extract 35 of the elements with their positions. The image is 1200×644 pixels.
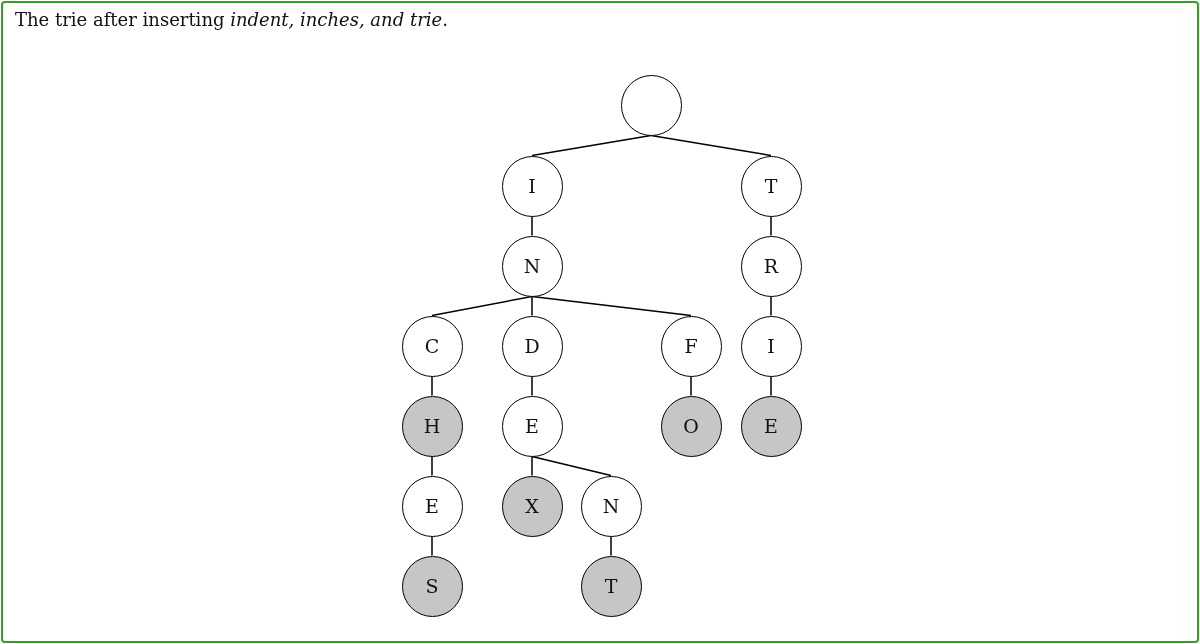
tree-edge — [770, 295, 772, 317]
node-letter: E — [525, 416, 539, 436]
node-letter: I — [528, 176, 536, 196]
tree-edge — [770, 375, 772, 397]
node-letter: D — [524, 336, 540, 356]
node-letter: F — [684, 336, 698, 356]
tree-edge — [431, 535, 433, 557]
tree-edge — [531, 215, 533, 237]
node-letter: T — [764, 176, 778, 196]
tree-edge — [690, 375, 692, 397]
title: The trie after inserting indent, inches, and trie. — [15, 9, 448, 30]
tree-edge — [531, 455, 533, 477]
node-letter: O — [683, 416, 699, 436]
tree-edge — [431, 455, 433, 477]
tree-edge — [531, 455, 612, 477]
node-letter: N — [523, 256, 541, 276]
node-letter: R — [763, 256, 779, 276]
node-letter: T — [604, 576, 618, 596]
tree-edge — [770, 215, 772, 237]
node-letter: S — [425, 576, 439, 596]
node-letter: C — [424, 336, 440, 356]
node-letter: E — [764, 416, 778, 436]
node-letter: I — [767, 336, 775, 356]
tree-edge — [610, 535, 612, 557]
tree-edge — [531, 375, 533, 397]
node-letter: N — [602, 496, 620, 516]
node-letter: H — [423, 416, 441, 436]
tree-edge — [531, 295, 533, 317]
node-letter: E — [425, 496, 439, 516]
tree-edge — [431, 295, 533, 317]
tree-edge — [531, 295, 692, 317]
tree-edge — [431, 375, 433, 397]
tree-edge — [531, 134, 652, 157]
node-letter: X — [525, 496, 539, 516]
tree-edge — [650, 134, 772, 157]
